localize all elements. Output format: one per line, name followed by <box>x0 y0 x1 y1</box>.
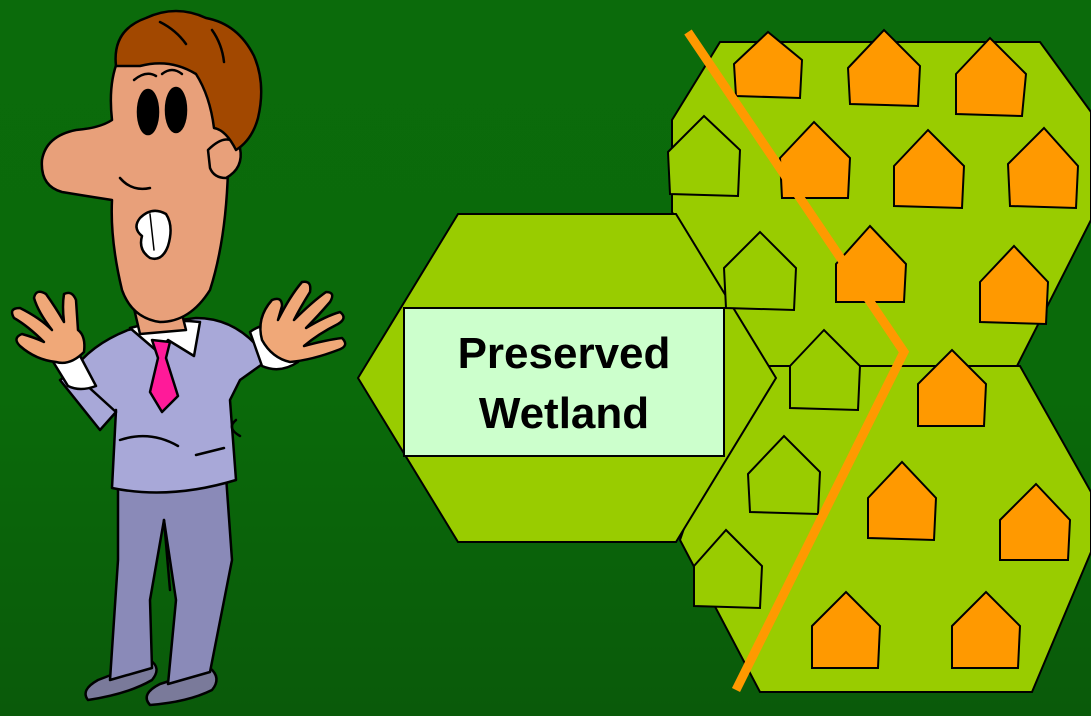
right-eye <box>166 88 186 132</box>
left-hand <box>12 292 84 363</box>
wetland-label-line1: Preserved <box>458 329 671 378</box>
businessman-shrugging-icon <box>12 11 345 705</box>
left-eye <box>138 90 158 134</box>
right-hand <box>260 282 345 362</box>
wetland-label: Preserved Wetland <box>404 308 724 456</box>
wetland-label-line2: Wetland <box>479 389 649 438</box>
trousers <box>110 476 232 684</box>
